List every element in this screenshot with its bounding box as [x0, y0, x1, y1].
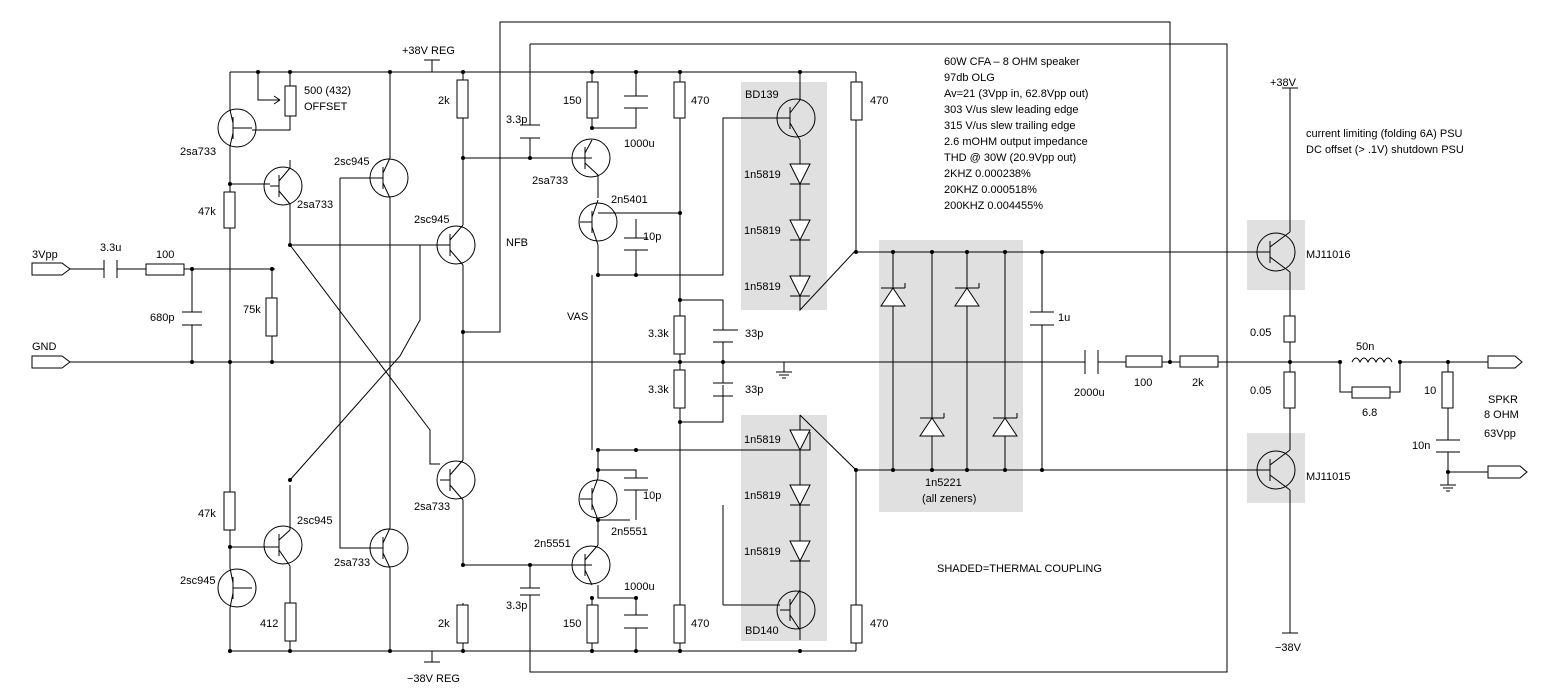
q5-label: 2sc945: [297, 515, 332, 527]
note-line-9: 20KHZ 0.000518%: [944, 184, 1037, 196]
r-005-bot-label: 0.05: [1250, 385, 1271, 397]
q10-label: 2n5401: [611, 194, 648, 206]
d3-label: 1n5819: [744, 281, 781, 293]
note-line-6: 2.6 mOHM output impedance: [944, 136, 1088, 148]
r-33k-b-label: 3.3k: [648, 384, 669, 396]
diode-string: [789, 163, 811, 563]
r-470-c-label: 470: [870, 95, 888, 107]
r-2k-out-label: 2k: [1192, 377, 1204, 389]
q6-label: 2sa733: [334, 557, 370, 569]
nfb-label: NFB: [506, 237, 528, 249]
c-1000u-bot-label: 1000u: [624, 581, 655, 593]
note-line-5: 315 V/us slew trailing edge: [944, 120, 1075, 132]
c-1u-label: 1u: [1058, 312, 1070, 324]
wiring: [70, 21, 1488, 673]
c-33p-b-label: 33p: [745, 384, 763, 396]
resistors: [145, 79, 1454, 644]
l-50n-label: 50n: [1356, 341, 1374, 353]
d4-label: 1n5819: [744, 434, 781, 446]
q2-label: 2sa733: [297, 199, 333, 211]
note-line-2: 97db OLG: [944, 72, 995, 84]
d5-label: 1n5819: [744, 490, 781, 502]
r-33k-a-label: 3.3k: [648, 328, 669, 340]
inductor: [1351, 357, 1393, 364]
c-33p-a-label: 33p: [745, 328, 763, 340]
d6-label: 1n5819: [744, 546, 781, 558]
d1-label: 1n5819: [744, 169, 781, 181]
q13-label: BD139: [745, 89, 779, 101]
q12-label: 2n5551: [534, 538, 571, 550]
r-2k-top-label: 2k: [438, 95, 450, 107]
q14-label: BD140: [745, 625, 779, 637]
c-33p-bot-label: 3.3p: [506, 600, 527, 612]
ground-symbols: [776, 362, 1456, 492]
q9-label: 2sa733: [532, 175, 568, 187]
vas-label: VAS: [567, 311, 588, 323]
r-005-top-label: 0.05: [1250, 327, 1271, 339]
capacitors: [103, 95, 1460, 629]
q1-label: 2sa733: [180, 146, 216, 158]
c-10p-bot-label: 10p: [643, 490, 661, 502]
r-2k-bot-label: 2k: [438, 618, 450, 630]
r-150-bot-label: 150: [563, 618, 581, 630]
r-47k-bot-label: 47k: [198, 508, 216, 520]
r-47k-top-label: 47k: [198, 206, 216, 218]
port-gnd-label: GND: [32, 341, 57, 353]
psu-note-2: DC offset (> .1V) shutdown PSU: [1306, 144, 1464, 156]
port-in-label: 3Vpp: [32, 249, 58, 261]
c-2000u-label: 2000u: [1074, 387, 1105, 399]
rail-pos-reg: +38V REG: [402, 45, 455, 57]
q15-label: MJ11016: [1306, 249, 1350, 261]
shaded-note: SHADED=THERMAL COUPLING: [937, 563, 1102, 575]
c-10n-label: 10n: [1412, 440, 1430, 452]
c-33p-top-label: 3.3p: [506, 114, 527, 126]
psu-note-1: current limiting (folding 6A) PSU: [1306, 128, 1463, 140]
r-150-top-label: 150: [563, 95, 581, 107]
c-in-label: 3.3u: [100, 242, 121, 254]
junction-dots: [190, 70, 1450, 653]
r-470-d-label: 470: [870, 618, 888, 630]
note-line-8: 2KHZ 0.000238%: [944, 168, 1031, 180]
r-100-out-label: 100: [1134, 377, 1152, 389]
rail-pos: +38V: [1270, 77, 1297, 89]
r-10-label: 10: [1424, 385, 1436, 397]
zener-label: 1n5221: [925, 477, 962, 489]
text-labels: +38V REG −38V REG +38V −38V 3Vpp GND NFB…: [32, 45, 1519, 685]
q4-label: 2sc945: [414, 214, 449, 226]
pot-label: 500 (432): [304, 85, 351, 97]
note-line-7: THD @ 30W (20.9Vpp out): [944, 152, 1076, 164]
ohm-label: 8 OHM: [1484, 409, 1519, 421]
c-680-label: 680p: [150, 312, 174, 324]
r-75k-label: 75k: [243, 304, 261, 316]
ports: [31, 262, 1528, 479]
zener-diodes: [880, 283, 1018, 437]
d2-label: 1n5819: [744, 225, 781, 237]
c-1000u-top-label: 1000u: [624, 138, 655, 150]
vpp-label: 63Vpp: [1484, 428, 1516, 440]
note-line-3: Av=21 (3Vpp in, 62.8Vpp out): [944, 88, 1088, 100]
pot-sub-label: OFFSET: [304, 101, 348, 113]
note-line-1: 60W CFA – 8 OHM speaker: [944, 56, 1080, 68]
r-470-a-label: 470: [691, 95, 709, 107]
rail-neg: −38V: [1275, 642, 1302, 654]
pot-wiper-icon: [273, 95, 281, 105]
zener-sub-label: (all zeners): [922, 493, 976, 505]
r-in-label: 100: [156, 249, 174, 261]
rail-neg-reg: −38V REG: [407, 673, 460, 685]
r-412-label: 412: [260, 618, 278, 630]
transistors: [217, 98, 1296, 631]
r-470-b-label: 470: [691, 618, 709, 630]
q8-label: 2sa733: [414, 501, 450, 513]
spkr-label: SPKR: [1488, 394, 1518, 406]
note-line-4: 303 V/us slew leading edge: [944, 104, 1079, 116]
q16-label: MJ11015: [1306, 471, 1350, 483]
q3-label: 2sc945: [334, 156, 369, 168]
c-10p-top-label: 10p: [643, 231, 661, 243]
q7-label: 2sc945: [180, 575, 215, 587]
q11-label: 2n5551: [611, 526, 648, 538]
r-68-label: 6.8: [1362, 407, 1377, 419]
note-line-10: 200KHZ 0.004455%: [944, 200, 1043, 212]
